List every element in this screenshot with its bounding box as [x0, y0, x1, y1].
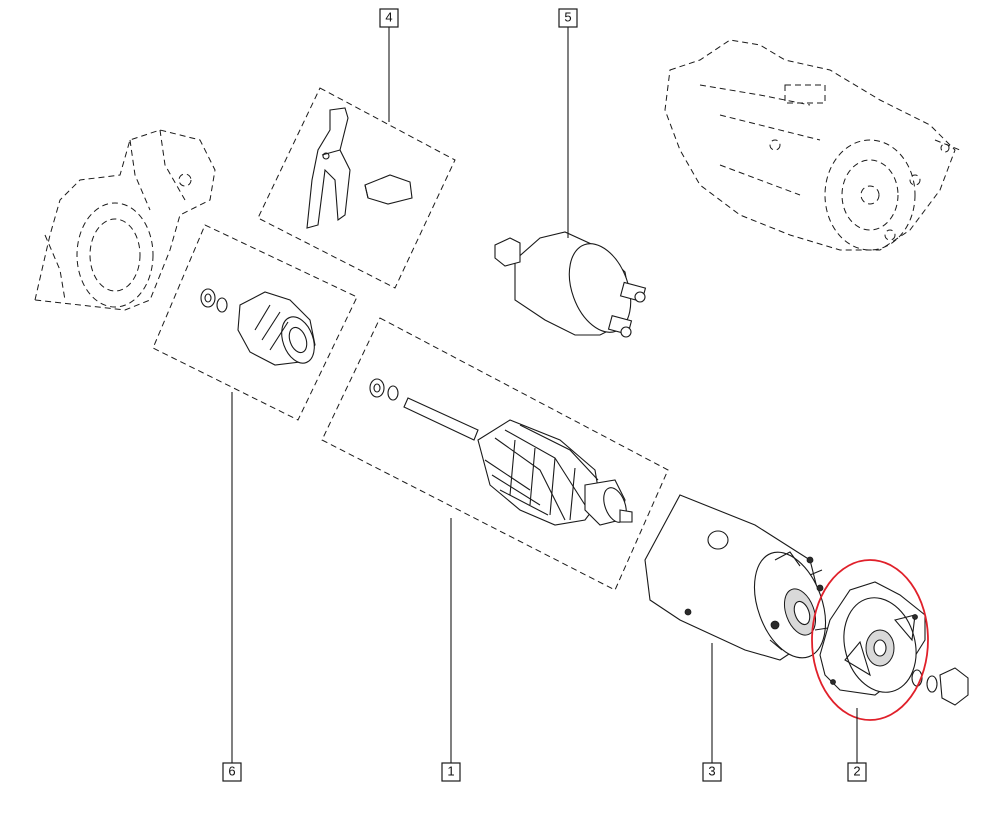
part-2-end-cover	[819, 581, 969, 706]
callout-2[interactable]: 2	[847, 762, 867, 782]
callout-5-label: 5	[564, 9, 571, 24]
part-3-yoke	[644, 494, 829, 661]
callout-5[interactable]: 5	[558, 8, 578, 28]
callout-4-label: 4	[385, 9, 392, 24]
group-5-solenoid	[494, 231, 647, 338]
callout-1-label: 1	[447, 763, 454, 778]
callout-1[interactable]: 1	[441, 762, 461, 782]
highlight-ellipse	[811, 559, 929, 721]
callout-6-label: 6	[228, 763, 235, 778]
group-6-drive-pinion	[152, 224, 358, 421]
callout-6[interactable]: 6	[222, 762, 242, 782]
ghost-assembled-starter	[664, 39, 961, 251]
callout-2-label: 2	[853, 763, 860, 778]
group-4-shift-fork	[257, 87, 456, 289]
callout-3-label: 3	[708, 763, 715, 778]
callout-3[interactable]: 3	[702, 762, 722, 782]
group-1-armature	[321, 317, 669, 591]
ghost-drive-housing	[34, 129, 216, 311]
leader-lines	[231, 27, 858, 763]
callout-4[interactable]: 4	[379, 8, 399, 28]
